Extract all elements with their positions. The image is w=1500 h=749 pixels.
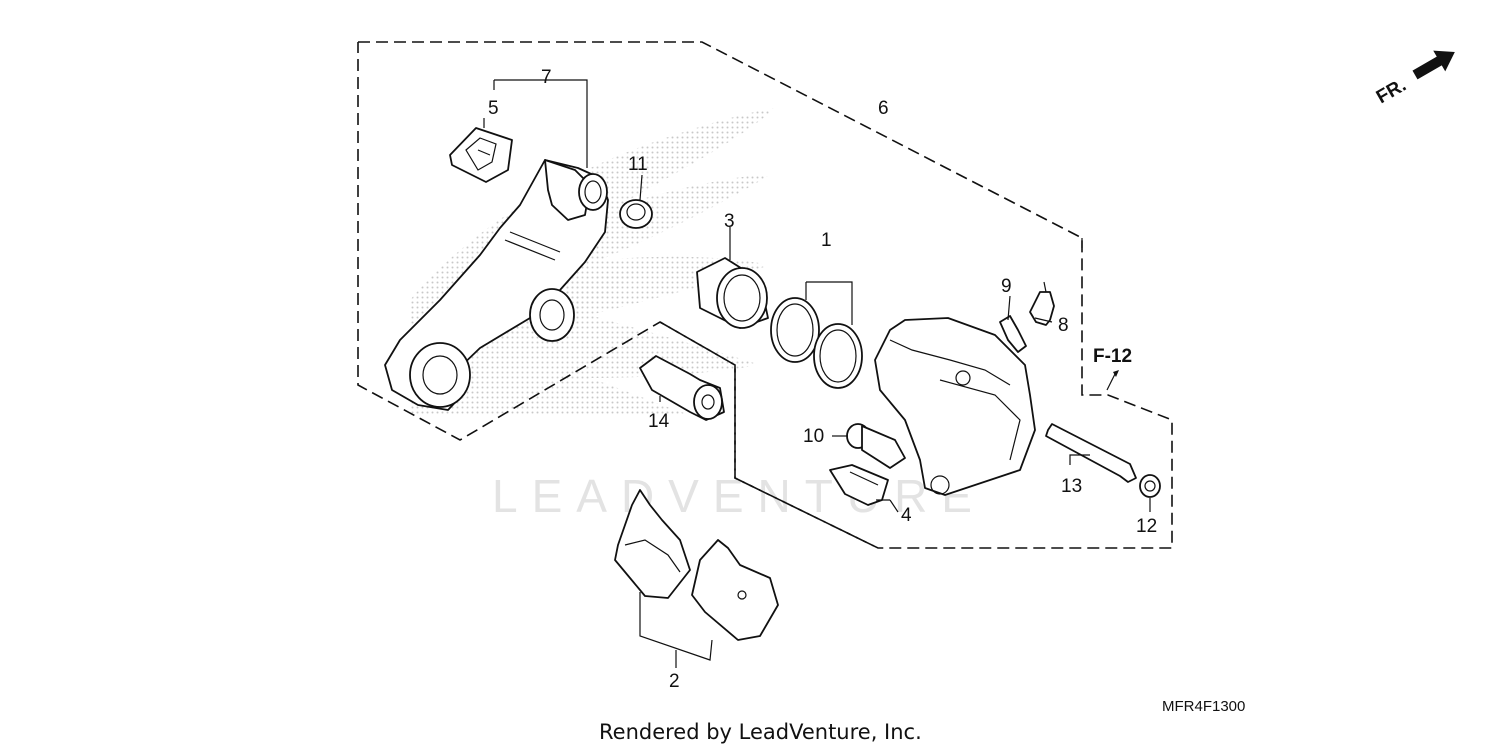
callout-10: 10	[803, 426, 824, 447]
caliper-bracket-part	[384, 159, 609, 411]
callout-7: 7	[541, 67, 552, 88]
bleeder-cap-part	[999, 315, 1027, 353]
nut-part-11	[619, 199, 653, 229]
callout-1: 1	[821, 230, 832, 251]
bleeder-screw-part	[1029, 281, 1055, 326]
diagram-code: MFR4F1300	[1162, 698, 1245, 715]
callout-8: 8	[1058, 315, 1069, 336]
direction-label: FR.	[1373, 75, 1410, 108]
callout-11: 11	[628, 154, 648, 175]
pin-bolt-part	[639, 355, 725, 421]
callout-13: 13	[1061, 476, 1082, 497]
callout-12: 12	[1136, 516, 1157, 537]
callout-4: 4	[901, 505, 912, 526]
assembly-outline-6	[659, 321, 879, 549]
leader-lines	[483, 79, 1151, 668]
piston-part	[696, 257, 769, 329]
callout-14: 14	[648, 411, 670, 432]
callout-3: 3	[724, 211, 735, 232]
piston-seal-set	[770, 297, 863, 389]
nut-part-12	[1139, 474, 1161, 498]
pad-spring-part	[449, 127, 513, 183]
reference-label: F-12	[1093, 346, 1132, 367]
plug-part	[846, 423, 906, 469]
assembly-outline-7	[357, 41, 1173, 549]
front-direction-arrow: FR.	[1373, 50, 1455, 108]
callout-9: 9	[1001, 276, 1012, 297]
callout-2: 2	[669, 671, 680, 692]
watermark-text: LEADVENTURE	[492, 470, 986, 522]
callout-6: 6	[878, 98, 889, 119]
brake-pad-set	[614, 489, 779, 641]
caliper-pin-part	[1045, 423, 1137, 483]
callout-5: 5	[488, 98, 499, 119]
footer-credit: Rendered by LeadVenture, Inc.	[599, 720, 922, 744]
caliper-body-part	[874, 317, 1036, 496]
